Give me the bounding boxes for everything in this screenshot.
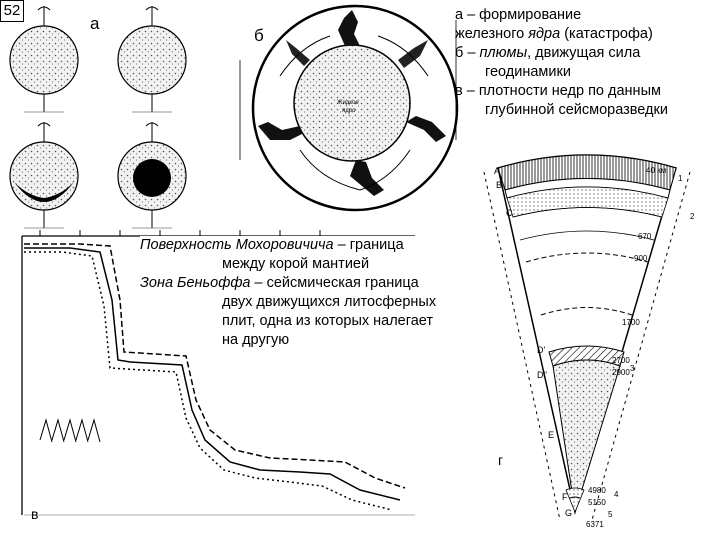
legend-line-a-cont: железного ядра (катастрофа) <box>455 26 653 42</box>
globe-2 <box>117 6 187 112</box>
panel-a-letter: а <box>90 14 100 33</box>
wedge-side-5: 5 <box>608 510 613 519</box>
benioff-definition-l3: плит, одна из которых налегает <box>222 313 434 329</box>
benioff-definition-l2: двух движущихся литосферных <box>222 294 437 310</box>
wedge-depth-1700: 1700 <box>622 318 640 327</box>
panel-a-globes <box>9 6 187 229</box>
wedge-layer-g: G <box>565 508 573 518</box>
wedge-depth-2700: 2700 <box>612 356 630 365</box>
moho-definition-cont: между корой мантией <box>222 256 370 272</box>
wedge-layer-c: C <box>506 208 513 218</box>
panel-v-letter: в <box>31 506 39 522</box>
wedge-layer-d2: D'' <box>537 370 547 380</box>
benioff-definition-l4: на другую <box>222 332 290 348</box>
wedge-layer-d1: D' <box>537 345 546 355</box>
globe-3 <box>9 122 79 228</box>
wedge-depth-6371: 6371 <box>586 520 604 529</box>
wedge-depth-4980: 4980 <box>588 486 606 495</box>
moho-definition: Поверхность Мохоровичича – граница <box>140 237 404 253</box>
wedge-depth-2900: 2900 <box>612 368 630 377</box>
legend-line-v-cont: глубинной сейсморазведки <box>485 102 668 118</box>
legend-text: а – формирование железного ядра (катастр… <box>455 6 717 120</box>
legend-line-a: а – формирование <box>455 7 582 23</box>
legend-line-b: б – плюмы, движущая сила <box>455 45 641 61</box>
panel-b-plume-globe: Жидкое ядро <box>239 4 459 212</box>
wedge-depth-5150: 5150 <box>588 498 606 507</box>
wedge-layer-f: F <box>562 492 568 502</box>
wedge-layer-e: E <box>548 430 555 440</box>
wedge-side-4: 4 <box>614 490 619 499</box>
benioff-definition: Зона Беньоффа – сейсмическая граница <box>140 275 419 291</box>
legend-line-b-cont: геодинамики <box>485 64 571 80</box>
globe-4 <box>117 122 187 228</box>
globe-1 <box>9 6 79 112</box>
wedge-depth-900: 900 <box>634 254 648 263</box>
definitions-text: Поверхность Мохоровичича – граница между… <box>140 236 480 350</box>
wedge-side-1: 1 <box>678 174 683 183</box>
panel-g-letter: г <box>498 452 504 468</box>
wedge-layer-b: B <box>496 180 503 190</box>
panel-g-earth-wedge <box>483 154 691 521</box>
wedge-side-2: 2 <box>690 212 695 221</box>
wedge-depth-670: 670 <box>638 232 652 241</box>
panel-b-letter: б <box>254 26 264 45</box>
svg-text:Жидкое: Жидкое <box>337 100 359 106</box>
slide-number: 52 <box>0 0 24 22</box>
wedge-layer-a: A <box>494 166 501 176</box>
wedge-depth-40: 40 км <box>646 166 667 175</box>
svg-text:ядро: ядро <box>342 108 356 114</box>
wedge-side-3: 3 <box>630 364 635 373</box>
legend-line-v: в – плотности недр по данным <box>455 83 661 99</box>
